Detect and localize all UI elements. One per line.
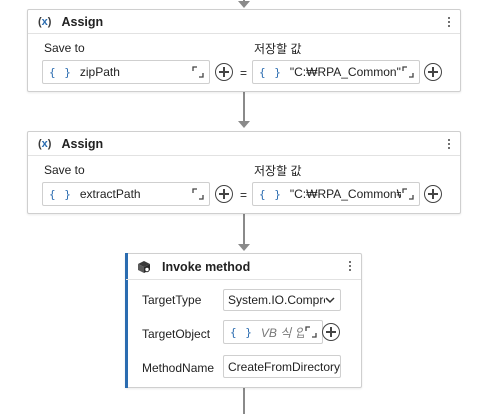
connector-1 — [243, 92, 245, 122]
save-to-label: Save to — [44, 163, 85, 177]
target-type-select[interactable]: System.IO.Compre — [223, 289, 341, 311]
target-object-field[interactable]: { } VB 식 입 — [223, 320, 323, 344]
method-name-field[interactable]: CreateFromDirectory — [223, 355, 341, 378]
assign-activity-2[interactable]: (x) Assign Save to 저장할 값 { } extractPath… — [27, 131, 461, 214]
value-expression[interactable]: "C:₩RPA_Common₩f — [289, 187, 401, 201]
expression-brace-icon: { } — [230, 325, 253, 339]
method-name-label: MethodName — [142, 361, 215, 375]
value-label: 저장할 값 — [254, 164, 302, 178]
target-object-placeholder[interactable]: VB 식 입 — [260, 325, 304, 340]
more-options-icon[interactable] — [444, 135, 454, 153]
save-to-value[interactable]: extractPath — [79, 187, 141, 201]
arrowhead-2 — [238, 244, 250, 251]
arrowhead-1 — [238, 121, 250, 128]
activity-header[interactable]: (x) Assign — [28, 132, 460, 156]
expand-editor-icon[interactable] — [191, 65, 205, 79]
more-options-icon[interactable] — [444, 13, 454, 31]
add-variable-button[interactable] — [322, 323, 340, 341]
chevron-down-icon[interactable] — [325, 293, 337, 307]
gear-box-icon — [136, 259, 152, 275]
equals-sign: = — [240, 188, 248, 202]
expression-brace-icon: { } — [49, 65, 72, 79]
save-to-value[interactable]: zipPath — [79, 65, 120, 79]
expression-brace-icon: { } — [259, 187, 282, 201]
expand-editor-icon[interactable] — [401, 65, 415, 79]
expression-brace-icon: { } — [49, 187, 72, 201]
save-to-label: Save to — [44, 41, 85, 55]
target-object-label: TargetObject — [142, 327, 211, 341]
expand-editor-icon[interactable] — [401, 187, 415, 201]
expression-brace-icon: { } — [259, 65, 282, 79]
add-variable-button[interactable] — [215, 63, 233, 81]
value-label: 저장할 값 — [254, 42, 302, 56]
add-variable-button[interactable] — [424, 185, 442, 203]
selection-accent — [125, 253, 128, 388]
invoke-method-activity[interactable]: Invoke method TargetType System.IO.Compr… — [125, 253, 362, 388]
add-variable-button[interactable] — [424, 63, 442, 81]
connector-bottom — [243, 388, 245, 414]
value-expression[interactable]: "C:₩RPA_Common" — [289, 65, 401, 79]
assign-activity-1[interactable]: (x) Assign Save to 저장할 값 { } zipPath = {… — [27, 9, 461, 92]
variable-icon: (x) — [38, 15, 52, 28]
activity-title: Invoke method — [162, 259, 251, 274]
add-variable-button[interactable] — [215, 185, 233, 203]
target-type-label: TargetType — [142, 293, 202, 307]
activity-title: Assign — [61, 14, 104, 29]
expand-editor-icon[interactable] — [304, 325, 318, 339]
value-field[interactable]: { } "C:₩RPA_Common" — [252, 60, 420, 84]
target-type-value: System.IO.Compre — [228, 293, 325, 307]
more-options-icon[interactable] — [345, 257, 355, 275]
connector-2 — [243, 214, 245, 245]
arrowhead-top — [238, 1, 250, 8]
activity-header[interactable]: (x) Assign — [28, 10, 460, 34]
variable-icon: (x) — [38, 137, 52, 150]
save-to-field[interactable]: { } extractPath — [42, 182, 210, 206]
activity-title: Assign — [61, 136, 104, 151]
method-name-value[interactable]: CreateFromDirectory — [228, 359, 340, 374]
value-field[interactable]: { } "C:₩RPA_Common₩f — [252, 182, 420, 206]
activity-header[interactable]: Invoke method — [126, 254, 361, 280]
equals-sign: = — [240, 66, 248, 80]
save-to-field[interactable]: { } zipPath — [42, 60, 210, 84]
expand-editor-icon[interactable] — [191, 187, 205, 201]
